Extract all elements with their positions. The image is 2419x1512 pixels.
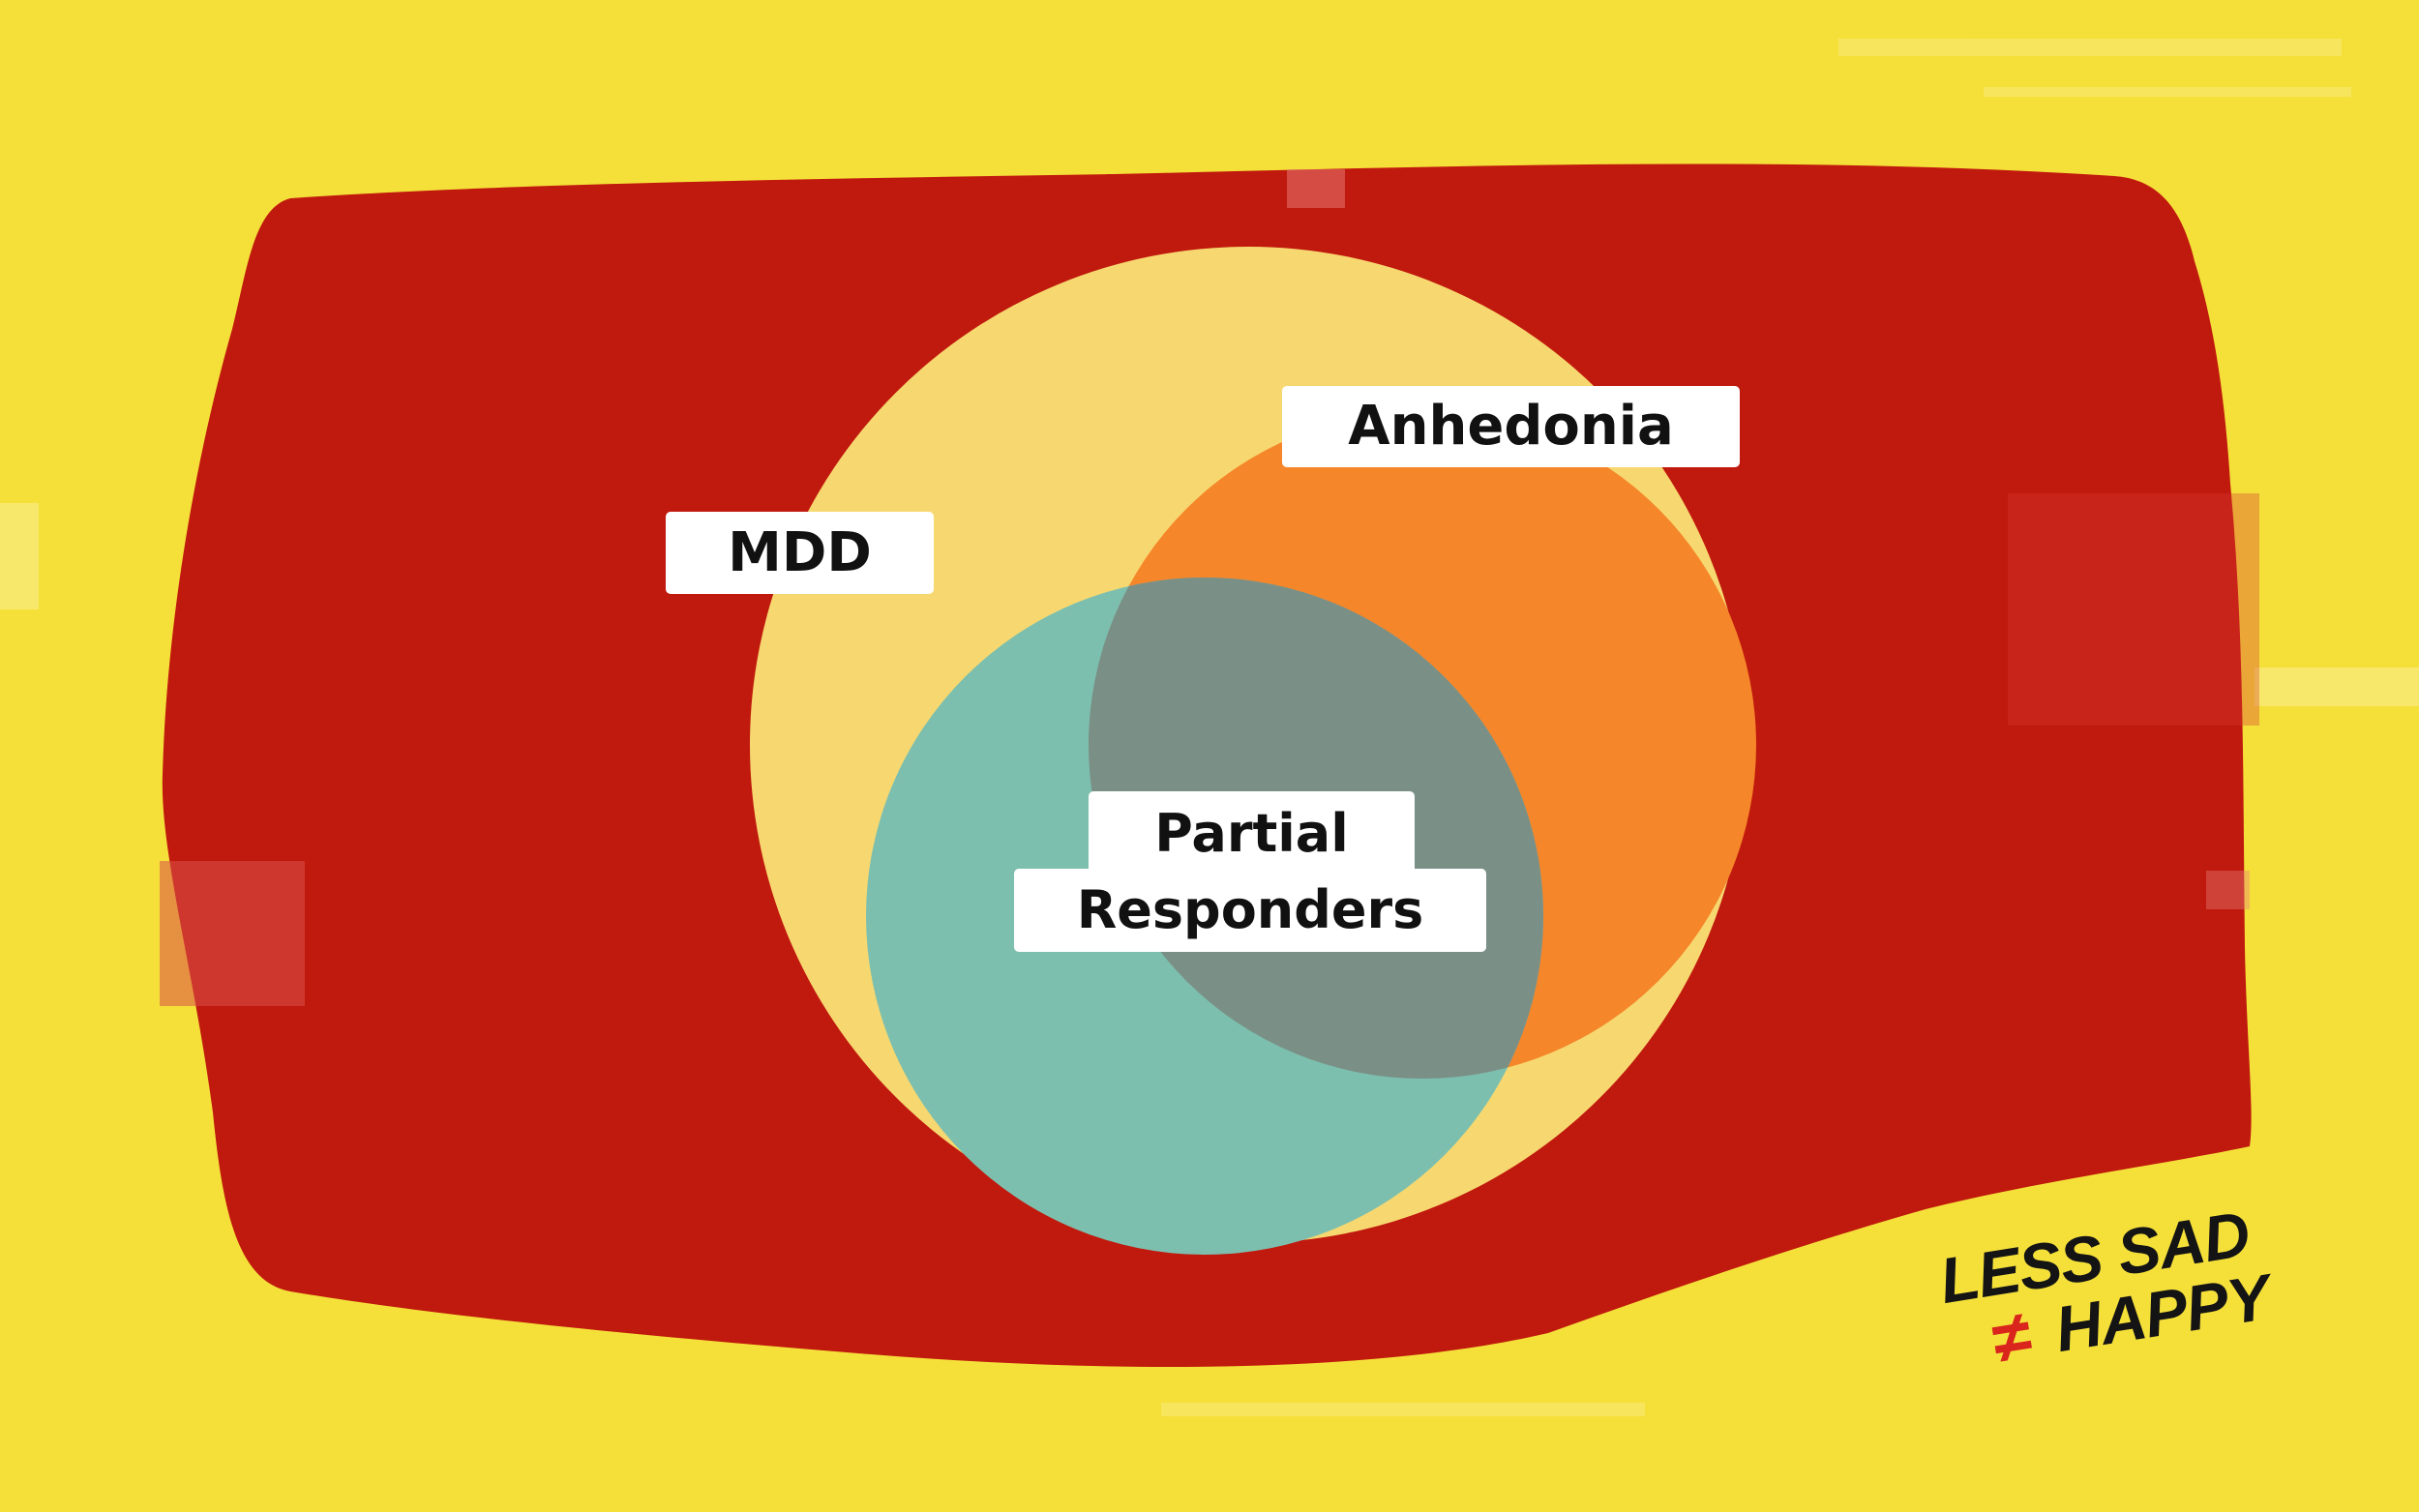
anhedonia-label: Anhedonia	[1282, 386, 1740, 467]
mdd-label: MDD	[666, 512, 934, 594]
background-texture	[0, 39, 2419, 1416]
partial-responders-label-line2: Responders	[1014, 869, 1486, 952]
brush-texture	[160, 169, 2259, 1006]
not-equal-icon: ≠	[1986, 1296, 2038, 1379]
partial-responders-label-line1: Partial	[1089, 791, 1415, 876]
